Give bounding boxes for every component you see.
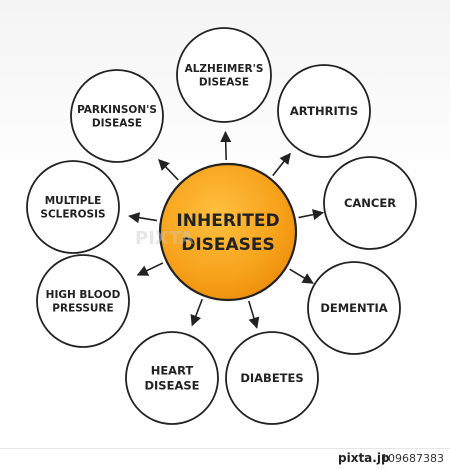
node-circle-multiple-sclerosis bbox=[26, 160, 120, 254]
mind-map-diagram: ALZHEIMER'S DISEASE ARTHRITIS CANCER DEMENTI… bbox=[26, 27, 417, 425]
arrow-to-alzheimers bbox=[220, 130, 232, 161]
node-circle-alzheimers bbox=[176, 27, 272, 123]
central-topic-line-2: DISEASES bbox=[181, 235, 275, 255]
node-label-alzheimers-2: DISEASE bbox=[199, 77, 249, 89]
arrow-to-parkinsons bbox=[158, 158, 179, 181]
node-arthritis: ARTHRITIS bbox=[277, 64, 371, 158]
arrow-to-diabetes bbox=[248, 300, 260, 329]
node-label-multiple-sclerosis-1: MULTIPLE bbox=[45, 195, 102, 207]
node-label-diabetes-1: DIABETES bbox=[240, 371, 303, 385]
node-multiple-sclerosis: MULTIPLE SCLEROSIS bbox=[26, 160, 120, 254]
arrow-to-cancer bbox=[298, 209, 325, 221]
stock-logo: pixta.jp bbox=[338, 451, 390, 465]
node-label-high-blood-pressure-1: HIGH BLOOD bbox=[46, 289, 121, 301]
node-cancer: CANCER bbox=[323, 156, 417, 250]
topic-nodes: ALZHEIMER'S DISEASE ARTHRITIS CANCER DEMENTI… bbox=[26, 27, 417, 425]
central-topic-circle bbox=[158, 162, 298, 302]
arrow-to-multiple-sclerosis bbox=[128, 212, 158, 224]
node-parkinsons: PARKINSON'S DISEASE bbox=[70, 69, 164, 163]
node-label-multiple-sclerosis-2: SCLEROSIS bbox=[40, 209, 105, 221]
node-circle-cancer bbox=[323, 156, 417, 250]
node-dementia: DEMENTIA bbox=[307, 261, 401, 355]
arrow-to-arthritis bbox=[272, 152, 291, 177]
connector-arrows bbox=[128, 130, 325, 329]
node-circle-arthritis bbox=[277, 64, 371, 158]
node-alzheimers: ALZHEIMER'S DISEASE bbox=[176, 27, 272, 123]
node-label-alzheimers-1: ALZHEIMER'S bbox=[185, 63, 264, 75]
stock-image-id: 109687383 bbox=[381, 452, 444, 465]
node-label-dementia-1: DEMENTIA bbox=[320, 301, 387, 315]
node-circle-diabetes bbox=[225, 331, 319, 425]
node-label-arthritis-1: ARTHRITIS bbox=[290, 104, 358, 118]
node-circle-dementia bbox=[307, 261, 401, 355]
node-label-heart-disease-1: HEART bbox=[151, 364, 194, 378]
node-label-high-blood-pressure-2: PRESSURE bbox=[52, 303, 113, 315]
node-circle-high-blood-pressure bbox=[36, 254, 130, 348]
node-label-cancer-1: CANCER bbox=[344, 196, 396, 210]
central-topic-line-1: INHERITED bbox=[176, 211, 279, 231]
node-circle-parkinsons bbox=[70, 69, 164, 163]
node-circle-heart-disease bbox=[125, 331, 219, 425]
central-topic: INHERITED DISEASES bbox=[158, 162, 298, 302]
node-label-parkinsons-1: PARKINSON'S bbox=[77, 104, 157, 116]
node-high-blood-pressure: HIGH BLOOD PRESSURE bbox=[36, 254, 130, 348]
arrow-to-high-blood-pressure bbox=[136, 262, 164, 276]
stock-footer: pixta.jp 109687383 bbox=[0, 448, 450, 469]
node-diabetes: DIABETES bbox=[225, 331, 319, 425]
node-label-parkinsons-2: DISEASE bbox=[92, 118, 142, 130]
arrow-to-heart-disease bbox=[190, 298, 203, 327]
arrow-to-dementia bbox=[289, 268, 314, 284]
node-label-heart-disease-2: DISEASE bbox=[144, 379, 199, 393]
